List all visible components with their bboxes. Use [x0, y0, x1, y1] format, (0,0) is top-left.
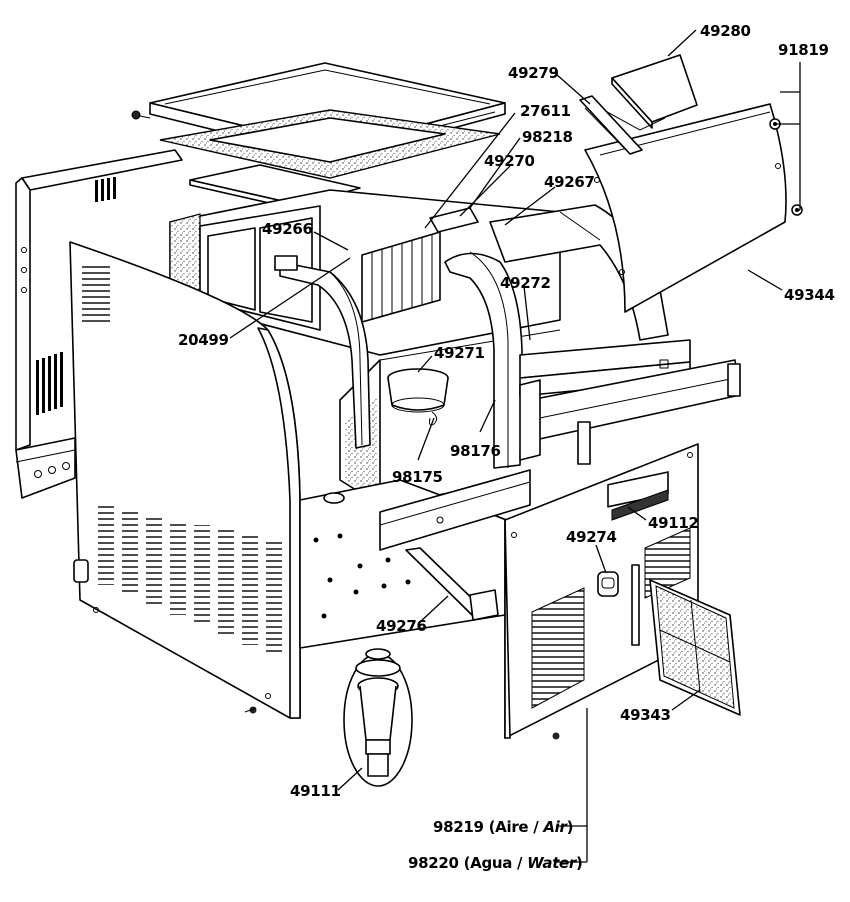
- label-49112: 49112: [648, 514, 699, 532]
- leg-brace: [405, 547, 499, 621]
- front-panel-handle: [597, 571, 619, 597]
- back-panel-louvers: [36, 177, 116, 415]
- label-98218: 98218: [522, 128, 573, 146]
- lid-seal-gasket: [159, 109, 501, 179]
- label-49280: 49280: [700, 22, 751, 40]
- mount-bracket: [579, 95, 643, 155]
- lid-screw: [131, 110, 151, 120]
- left-frame-arch: [274, 255, 371, 449]
- evaporator-plate: [361, 207, 479, 323]
- label-98175: 98175: [392, 468, 443, 486]
- label-49343: 49343: [620, 706, 671, 724]
- label-98219: 98219 (Aire / Air): [433, 818, 573, 836]
- label-49111: 49111: [290, 782, 341, 800]
- interior-rail: [519, 339, 741, 465]
- air-filter: [649, 579, 741, 716]
- label-49274: 49274: [566, 528, 617, 546]
- label-27611: 27611: [520, 102, 571, 120]
- base-front-rail: [379, 469, 531, 551]
- front-panel-louvers-right: [644, 527, 691, 599]
- part-labels: 49280 91819 49279 27611 98218 49270 4926…: [178, 22, 835, 872]
- label-49279: 49279: [508, 64, 559, 82]
- adjustable-leg: [343, 648, 413, 787]
- label-20499: 20499: [178, 331, 229, 349]
- left-side-panel: [69, 241, 301, 719]
- side-panel-louver-grid: [98, 505, 282, 655]
- label-98176: 98176: [450, 442, 501, 460]
- label-49267: 49267: [544, 173, 595, 191]
- label-98220: 98220 (Agua / Water): [408, 854, 583, 872]
- front-panel-brand-logo: [611, 489, 669, 521]
- water-pump-funnel: [387, 368, 449, 426]
- front-panel-screw: [552, 732, 560, 740]
- center-frame-arch: [444, 251, 523, 469]
- label-49272: 49272: [500, 274, 551, 292]
- label-49266: 49266: [262, 220, 313, 238]
- label-49276: 49276: [376, 617, 427, 635]
- side-panel-louver-top: [82, 262, 110, 322]
- label-91819: 91819: [778, 41, 829, 59]
- label-49271: 49271: [434, 344, 485, 362]
- back-side-panel: [15, 149, 183, 499]
- front-panel-louvers-left: [531, 587, 585, 709]
- side-panel-screw: [244, 706, 257, 714]
- label-49344: 49344: [784, 286, 835, 304]
- label-49270: 49270: [484, 152, 535, 170]
- leader-lines: [229, 29, 801, 863]
